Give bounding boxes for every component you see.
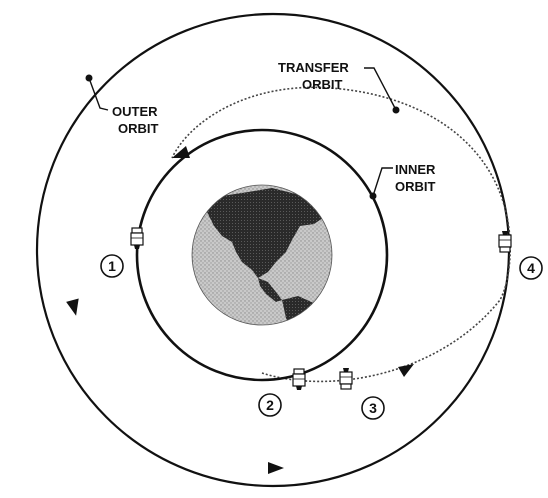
inner-orbit-label-line2: ORBIT (395, 179, 436, 194)
transfer-orbit-label-line1: TRANSFER (278, 60, 349, 75)
spacecraft-icon-position-3 (340, 368, 352, 389)
transfer-orbit-leader (364, 68, 396, 110)
outer-orbit-label-line1: OUTER (112, 104, 158, 119)
svg-text:3: 3 (369, 400, 377, 416)
outer-orbit-arrow-left (66, 298, 83, 317)
position-callout-3: 3 (362, 397, 384, 419)
earth-globe (192, 180, 332, 362)
svg-text:1: 1 (108, 258, 116, 274)
south-america-landmass (282, 296, 332, 362)
inner-orbit-leader (373, 168, 393, 196)
inner-orbit-label-line1: INNER (395, 162, 436, 177)
inner-orbit-arrow (172, 146, 190, 158)
outer-orbit-label-line2: ORBIT (118, 121, 159, 136)
svg-text:4: 4 (527, 260, 535, 276)
outer-orbit-arrow-bottom (268, 462, 284, 474)
position-callout-4: 4 (520, 257, 542, 279)
spacecraft-icon-position-2 (293, 369, 305, 390)
position-callout-1: 1 (101, 255, 123, 277)
position-callout-2: 2 (259, 394, 281, 416)
transfer-orbit-label-line2: ORBIT (302, 77, 343, 92)
svg-text:2: 2 (266, 397, 274, 413)
transfer-orbit-arrow (398, 364, 414, 377)
spacecraft-icon-position-1 (131, 228, 143, 249)
